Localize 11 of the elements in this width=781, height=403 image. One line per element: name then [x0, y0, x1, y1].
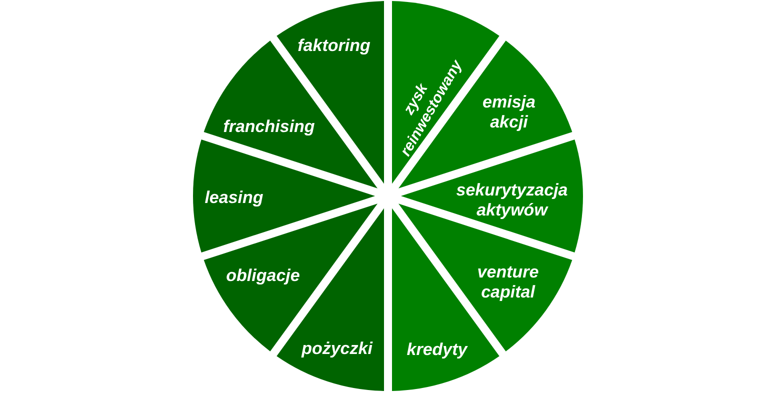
segment-label: venture capital — [476, 262, 540, 304]
segment-label: pożyczki — [300, 338, 374, 360]
pie-segment — [193, 139, 376, 253]
segment-label: obligacje — [225, 266, 301, 286]
pie-segment — [203, 40, 378, 189]
segment-label: sekurytyzacja aktywów — [455, 180, 569, 222]
segment-label: faktoring — [296, 36, 372, 56]
segment-label: kredyty — [406, 340, 469, 360]
segment-label: leasing — [204, 188, 264, 208]
segment-label: emisja akcji — [482, 92, 536, 134]
segment-label: franchising — [222, 116, 316, 138]
